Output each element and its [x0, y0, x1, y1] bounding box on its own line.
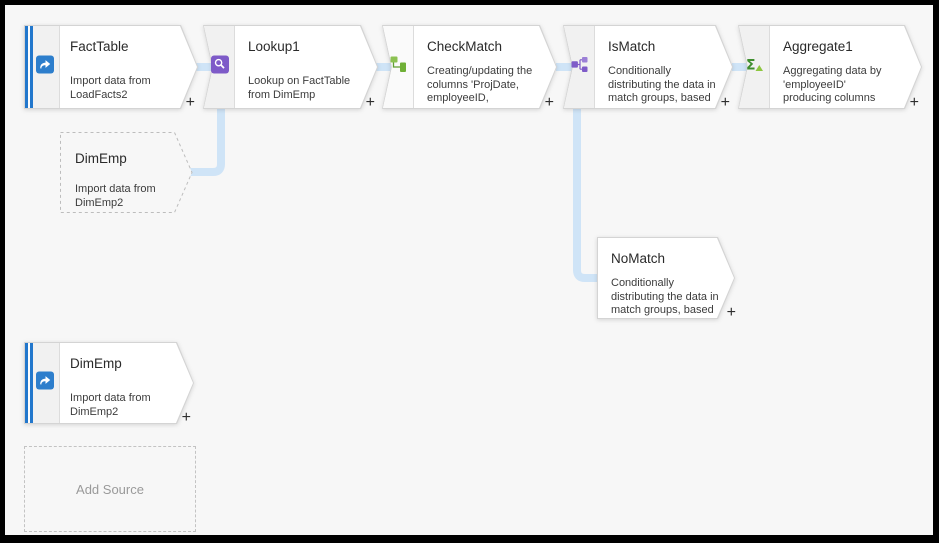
add-source-placeholder[interactable]: Add Source — [24, 446, 196, 532]
node-title: DimEmp — [75, 151, 127, 166]
node-title: CheckMatch — [427, 39, 503, 54]
add-transformation-button[interactable]: + — [185, 94, 195, 111]
node-ismatch[interactable]: IsMatch Conditionally distributing the d… — [563, 25, 733, 111]
node-title: NoMatch — [611, 251, 666, 266]
connector-ismatch-nomatch — [573, 109, 599, 282]
node-dimemp[interactable]: DimEmp Import data from DimEmp2 + — [24, 342, 194, 426]
node-facttable[interactable]: FactTable Import data from LoadFacts2 + — [24, 25, 198, 111]
node-description: Import data from DimEmp2 — [70, 392, 151, 418]
add-transformation-button[interactable]: + — [720, 94, 730, 111]
node-lookup1[interactable]: Lookup1 Lookup on FactTable from DimEmp … — [203, 25, 378, 111]
node-title: DimEmp — [70, 356, 122, 371]
source-icon — [36, 55, 54, 79]
connector-layer — [189, 63, 749, 282]
node-description: Aggregating data by 'employeeID' produci… — [783, 65, 882, 104]
node-description: Lookup on FactTable from DimEmp — [248, 75, 351, 101]
svg-text:Σ: Σ — [746, 58, 756, 74]
aggregate-icon: Σ — [746, 56, 764, 78]
node-nomatch[interactable]: NoMatch Conditionally distributing the d… — [597, 237, 736, 321]
lookup-icon — [211, 55, 229, 79]
dataflow-canvas[interactable]: FactTable Import data from LoadFacts2 + … — [5, 5, 933, 535]
node-dimemp-reference[interactable]: DimEmp Import data from DimEmp2 — [60, 132, 193, 213]
add-transformation-button[interactable]: + — [909, 94, 919, 111]
node-description: Creating/updating the columns 'ProjDate,… — [427, 65, 533, 104]
add-transformation-button[interactable]: + — [365, 94, 375, 111]
source-accent-bars — [25, 343, 33, 423]
conditional-split-icon — [571, 56, 588, 78]
node-description: Import data from LoadFacts2 — [70, 75, 151, 101]
add-transformation-button[interactable]: + — [181, 409, 191, 426]
connector-dimemp-lookup1 — [189, 109, 225, 176]
add-transformation-button[interactable]: + — [726, 304, 736, 321]
add-transformation-button[interactable]: + — [544, 94, 554, 111]
node-description: Conditionally distributing the data in m… — [608, 65, 716, 104]
node-description: Import data from DimEmp2 — [75, 183, 156, 209]
source-accent-bars — [25, 26, 33, 108]
source-icon — [36, 371, 54, 395]
node-checkmatch[interactable]: CheckMatch Creating/updating the columns… — [382, 25, 557, 111]
node-title: IsMatch — [608, 39, 656, 54]
node-title: Aggregate1 — [783, 39, 853, 54]
node-title: Lookup1 — [248, 39, 300, 54]
node-description: Conditionally distributing the data in m… — [611, 277, 719, 316]
node-title: FactTable — [70, 39, 129, 54]
ghost-outline — [60, 132, 193, 213]
add-source-label: Add Source — [76, 481, 144, 497]
derived-column-icon — [390, 56, 407, 78]
node-aggregate1[interactable]: Σ Aggregate1 Aggregating data by 'employ… — [738, 25, 922, 111]
